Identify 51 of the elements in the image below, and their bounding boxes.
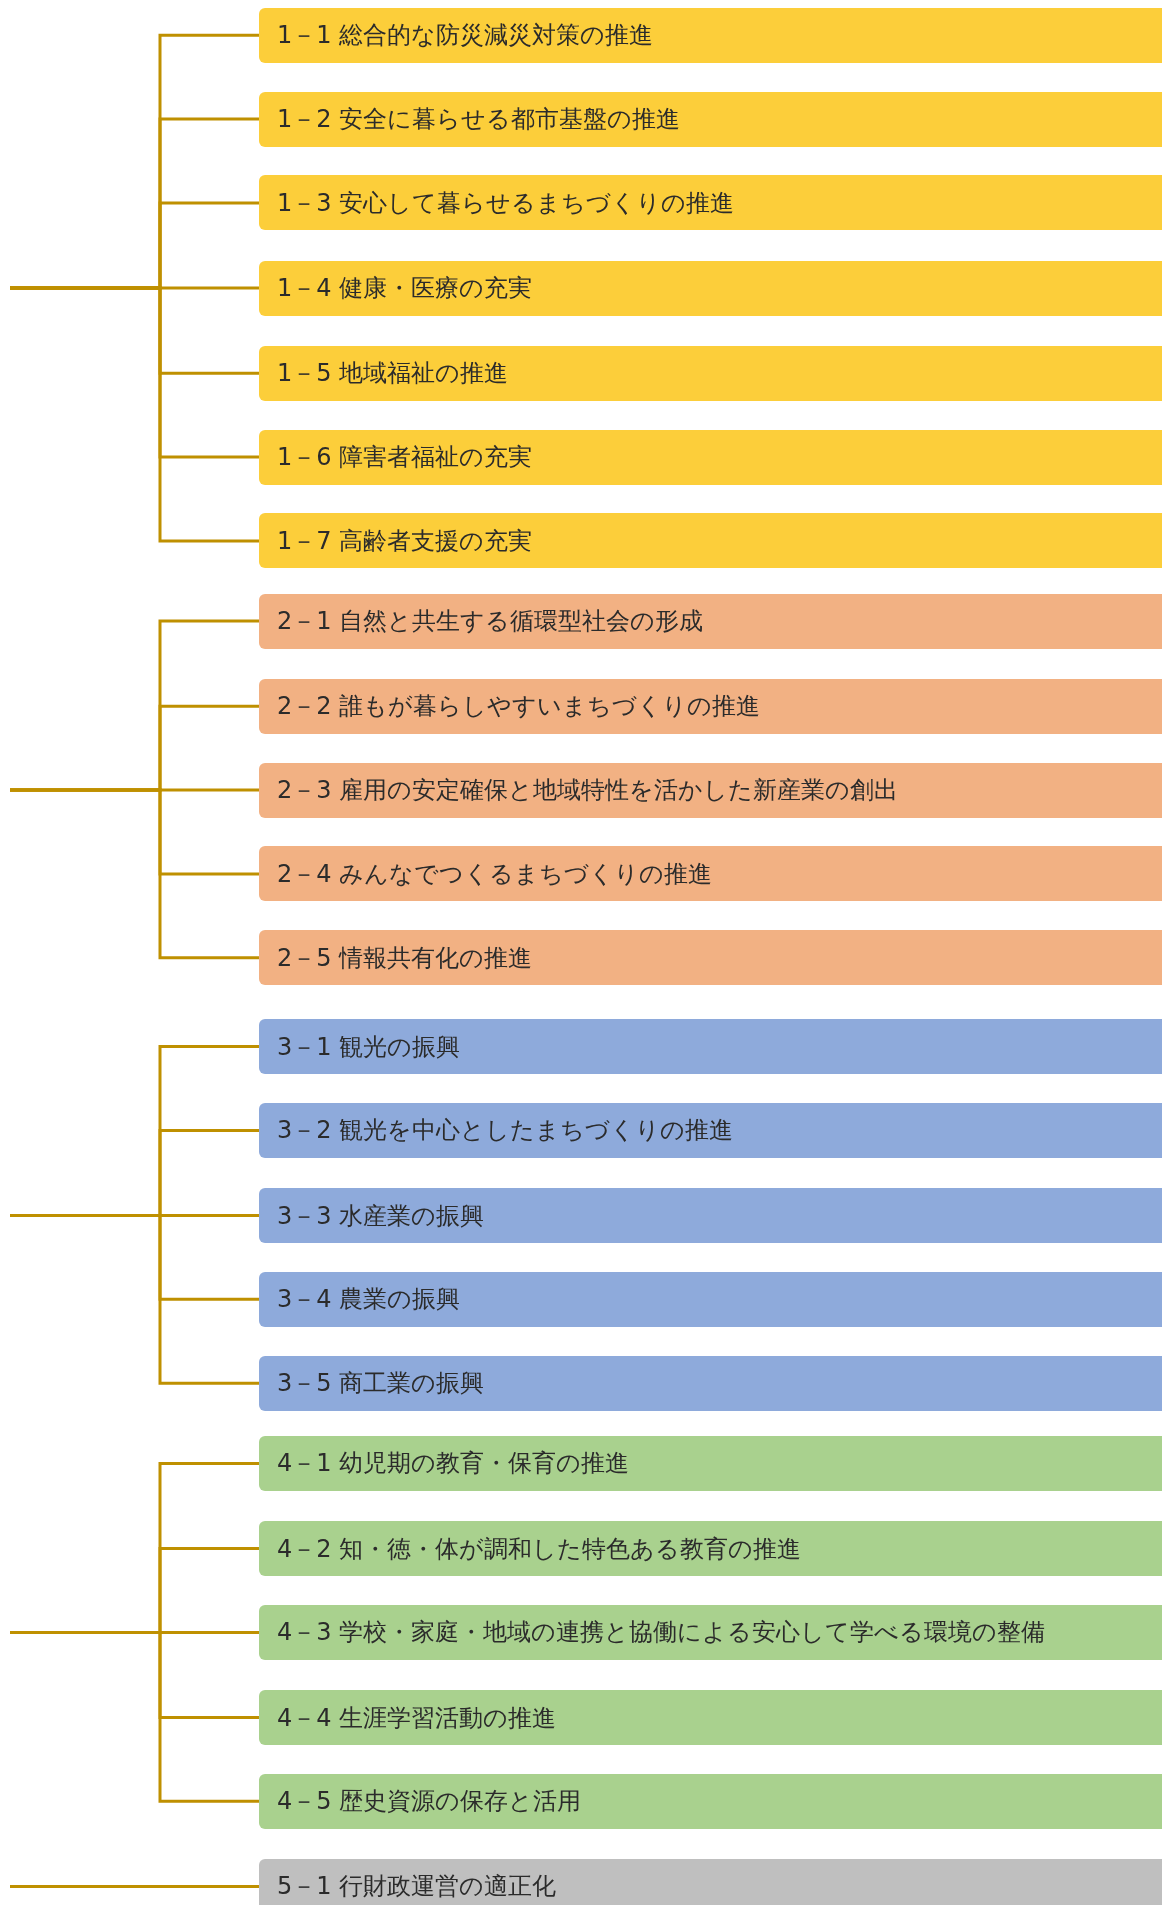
- item-box: [259, 513, 1162, 569]
- item-label: 3－5 商工業の振興: [277, 1368, 485, 1400]
- connector-line: [10, 788, 259, 960]
- item-label: 2－1 自然と共生する循環型社会の形成: [277, 606, 704, 638]
- item-box: [259, 1435, 1162, 1491]
- item-box: [259, 1188, 1162, 1243]
- item-label: 1－2 安全に暮らせる都市基盤の推進: [277, 104, 681, 136]
- item-box: [259, 1102, 1162, 1158]
- item-box: [259, 678, 1162, 734]
- item-label: 2－4 みんなでつくるまちづくりの推進: [277, 858, 713, 890]
- connector-line: [10, 1630, 259, 1803]
- item-label: 1－3 安心して暮らせるまちづくりの推進: [277, 188, 735, 219]
- item-box: [259, 175, 1162, 231]
- connector-line: [10, 1884, 259, 1888]
- item-box: [259, 260, 1162, 316]
- connector-line: [10, 1214, 259, 1385]
- item-box: [259, 1858, 1162, 1905]
- item-label: 4－3 学校・家庭・地域の連携と協働による安心して学べる環境の整備: [277, 1617, 1046, 1649]
- item-label: 1－6 障害者福祉の充実: [277, 442, 533, 473]
- item-label: 4－5 歴史資源の保存と活用: [277, 1786, 582, 1818]
- item-box: [259, 1271, 1162, 1327]
- connector-line: [10, 286, 259, 543]
- item-box: [259, 91, 1162, 147]
- item-label: 2－2 誰もが暮らしやすいまちづくりの推進: [277, 691, 761, 723]
- item-label: 1－1 総合的な防災減災対策の推進: [277, 20, 654, 52]
- item-label: 3－3 水産業の振興: [277, 1200, 485, 1232]
- item-label: 2－5 情報共有化の推進: [277, 942, 533, 974]
- item-box: [259, 846, 1162, 902]
- item-label: 4－1 幼児期の教育・保育の推進: [277, 1448, 630, 1480]
- item-box: [259, 345, 1162, 401]
- item-label: 4－2 知・徳・体が調和した特色ある教育の推進: [277, 1533, 802, 1565]
- item-box: [259, 1521, 1162, 1577]
- item-box: [259, 762, 1162, 818]
- item-box: [259, 1355, 1162, 1411]
- item-label: 1－5 地域福祉の推進: [277, 358, 509, 390]
- item-box: [259, 429, 1162, 485]
- item-box: [259, 1690, 1162, 1745]
- item-label: 2－3 雇用の安定確保と地域特性を活かした新産業の創出: [277, 775, 899, 807]
- item-box: [259, 593, 1162, 649]
- item-label: 3－1 観光の振興: [277, 1031, 461, 1063]
- item-label: 5－1 行財政運営の適正化: [277, 1871, 557, 1903]
- item-box: [259, 1773, 1162, 1829]
- item-box: [259, 1604, 1162, 1660]
- item-label: 3－4 農業の振興: [277, 1284, 461, 1316]
- item-box: [259, 930, 1162, 986]
- item-label: 4－4 生涯学習活動の推進: [277, 1702, 557, 1734]
- item-label: 1－4 健康・医療の充実: [277, 273, 533, 305]
- item-box: [259, 7, 1162, 63]
- item-label: 3－2 観光を中心としたまちづくりの推進: [277, 1115, 734, 1147]
- item-label: 1－7 高齢者支援の充実: [277, 525, 533, 557]
- item-box: [259, 1019, 1162, 1075]
